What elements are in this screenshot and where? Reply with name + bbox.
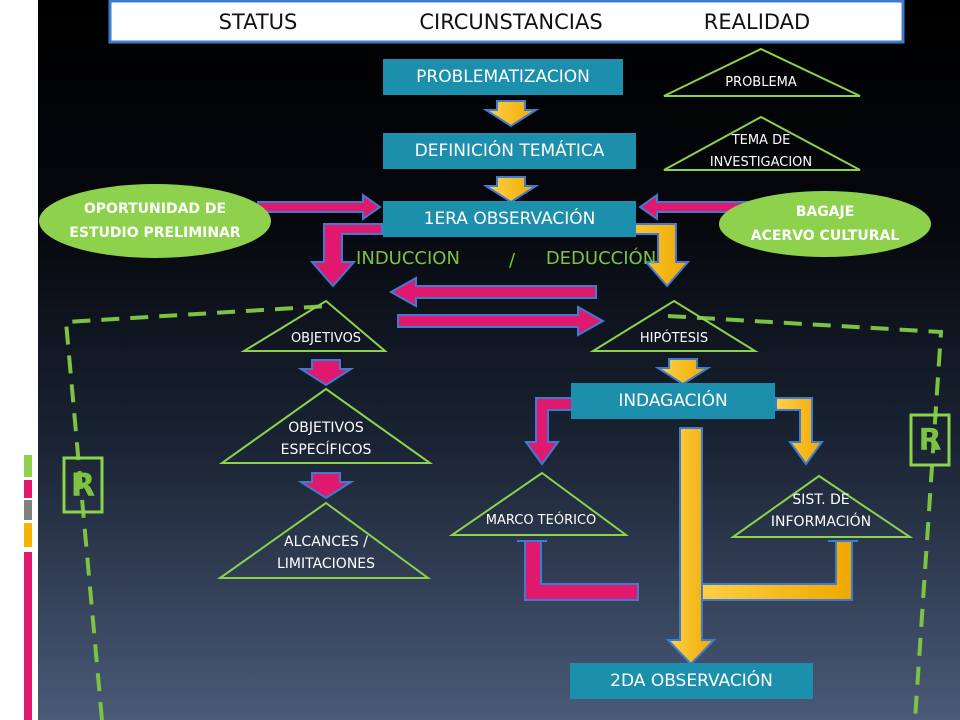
decorative-strip (24, 0, 38, 720)
box-definicion (383, 133, 636, 169)
label-bagaje: BAGAJE ACERVO CULTURAL (750, 204, 900, 244)
letter-r-left: R (70, 466, 96, 504)
label-marco: MARCO TEÓRICO (485, 513, 597, 528)
box-problematizacion (383, 59, 623, 95)
box-observacion1 (383, 201, 636, 237)
ellipse-oportunidad (39, 184, 271, 258)
label-sistema: SIST. DE INFORMACIÓN (770, 492, 872, 530)
label-deduccion: DEDUCCIÓN (545, 247, 657, 269)
elbow-induccion (309, 223, 383, 288)
label-hipotesis: HIPÓTESIS (639, 331, 709, 346)
strip-gray (24, 500, 32, 520)
magenta-down-arrows (297, 359, 355, 500)
arrow-to-especificos (297, 359, 355, 387)
diagram-shapes (39, 0, 951, 720)
box-observacion2 (570, 663, 813, 699)
triangle-marco (448, 471, 630, 536)
strip-green (24, 455, 32, 477)
triangle-group (216, 47, 914, 579)
triangle-objetivos (240, 299, 388, 352)
arrow-hipotesis (397, 305, 606, 337)
triangle-especificos (218, 387, 434, 464)
label-definicion: DEFINICIÓN TEMÁTICA (414, 141, 605, 161)
scope-boundary (63, 304, 944, 720)
arrow-to-alcances (297, 472, 355, 500)
arrow-to-indagacion (654, 358, 712, 386)
return-from-marco (524, 540, 639, 601)
label-indagacion: INDAGACIÓN (618, 391, 728, 411)
header-status: STATUS (218, 10, 298, 34)
frame-r-left (62, 456, 104, 514)
letter-r-right: R (918, 422, 942, 458)
arrow-from-oportunidad (257, 193, 382, 221)
triangle-sistema (729, 474, 914, 538)
arrow-to-observacion2 (665, 427, 717, 666)
label-induccion: INDUCCION (356, 247, 460, 269)
label-objetivos: OBJETIVOS (290, 331, 362, 346)
label-slash: / (508, 249, 516, 271)
header-box (108, 0, 905, 44)
label-observacion2: 2DA OBSERVACIÓN (610, 671, 773, 691)
label-especificos: OBJETIVOS ESPECÍFICOS (280, 420, 372, 458)
triangle-hipotesis (589, 299, 759, 352)
triangle-alcances (216, 501, 432, 579)
elbow-to-marco (524, 397, 573, 466)
box-indagacion (571, 383, 775, 419)
diagram-canvas: STATUS CIRCUNSTANCIAS REALIDAD PROBLEMAT… (38, 0, 960, 720)
header-realidad: REALIDAD (703, 10, 811, 34)
label-oportunidad: OPORTUNIDAD DE ESTUDIO PRELIMINAR (69, 201, 241, 241)
label-problema: PROBLEMA (725, 75, 797, 90)
label-observacion1: 1ERA OBSERVACIÓN (423, 209, 596, 229)
gold-down-arrows (482, 100, 712, 386)
strip-magenta (24, 552, 32, 720)
elbow-to-sistema (775, 397, 824, 466)
header-circunstancias: CIRCUNSTANCIAS (419, 10, 603, 34)
frame-r-right (909, 413, 951, 467)
label-alcances: ALCANCES / LIMITACIONES (276, 534, 376, 572)
label-tema: TEMA DE INVESTIGACION (709, 133, 813, 170)
return-from-sistema (687, 540, 853, 601)
arrow-to-observacion (482, 176, 540, 204)
arrow-to-definicion (482, 100, 540, 128)
strip-gold (24, 523, 32, 547)
strip-magenta-top (24, 480, 32, 498)
arrow-objetivos (388, 276, 597, 308)
label-problematizacion: PROBLEMATIZACION (416, 67, 590, 87)
triangle-tema (663, 115, 861, 171)
triangle-problema (663, 47, 861, 97)
ellipse-bagaje (719, 191, 931, 257)
